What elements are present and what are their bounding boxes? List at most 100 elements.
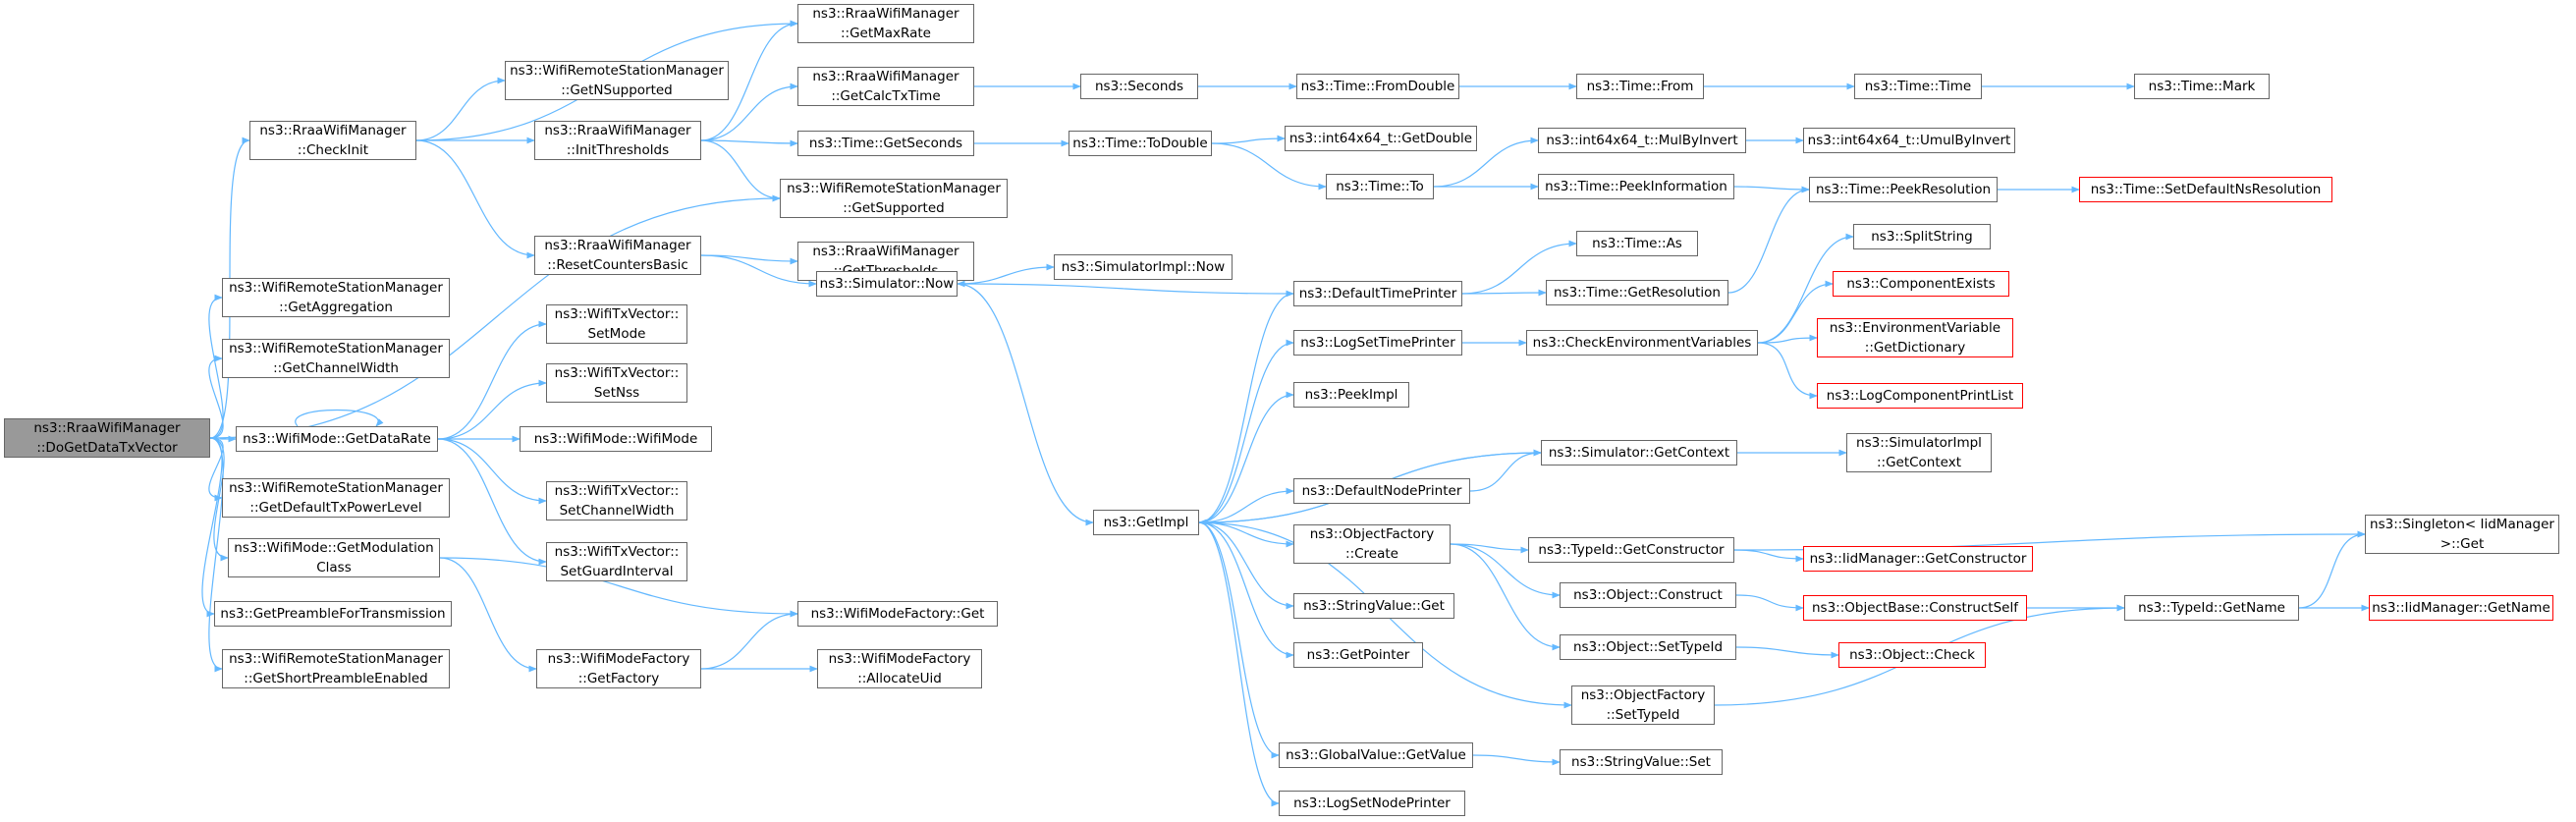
graph-node-simGetContext[interactable]: ns3::Simulator::GetContext [1541, 440, 1737, 466]
graph-node-typeIdGetConstructor[interactable]: ns3::TypeId::GetConstructor [1528, 537, 1734, 563]
graph-node-envGetDictionary[interactable]: ns3::EnvironmentVariable ::GetDictionary [1817, 318, 2013, 357]
graph-node-iidGetName[interactable]: ns3::IidManager::GetName [2369, 595, 2553, 621]
graph-node-factoryAllocateUid[interactable]: ns3::WifiModeFactory ::AllocateUid [817, 649, 982, 688]
graph-node-getMaxRate[interactable]: ns3::RraaWifiManager ::GetMaxRate [797, 4, 974, 43]
graph-node-root: ns3::RraaWifiManager ::DoGetDataTxVector [4, 418, 210, 458]
graph-node-factoryGetFactory[interactable]: ns3::WifiModeFactory ::GetFactory [536, 649, 701, 688]
call-edge-modeGetModulationClass-to-factoryGetFactory [439, 557, 537, 673]
graph-node-globalValueGetValue[interactable]: ns3::GlobalValue::GetValue [1279, 742, 1473, 768]
graph-node-logComponentPrintList[interactable]: ns3::LogComponentPrintList [1817, 383, 2023, 409]
call-edge-simNow-to-simImplNow [957, 263, 1055, 285]
call-edge-objectSetTypeId-to-objectCheck [1735, 646, 1839, 659]
call-edge-root-to-getAggregation [208, 294, 224, 439]
graph-node-logSetNodePrinter[interactable]: ns3::LogSetNodePrinter [1279, 791, 1465, 816]
graph-node-timeToDouble[interactable]: ns3::Time::ToDouble [1069, 131, 1212, 156]
graph-node-timeTime[interactable]: ns3::Time::Time [1854, 74, 1982, 99]
graph-node-objFactoryCreate[interactable]: ns3::ObjectFactory ::Create [1293, 524, 1451, 564]
graph-node-componentExists[interactable]: ns3::ComponentExists [1833, 271, 2009, 297]
graph-node-objectCheck[interactable]: ns3::Object::Check [1838, 642, 1986, 668]
graph-node-timeGetResolution[interactable]: ns3::Time::GetResolution [1546, 280, 1728, 305]
graph-node-checkEnvVars[interactable]: ns3::CheckEnvironmentVariables [1526, 330, 1758, 356]
graph-node-getAggregation[interactable]: ns3::WifiRemoteStationManager ::GetAggre… [222, 278, 450, 317]
graph-node-timeSetDefaultNsResolution[interactable]: ns3::Time::SetDefaultNsResolution [2079, 177, 2332, 202]
call-edge-checkEnvVars-to-envGetDictionary [1757, 334, 1818, 344]
graph-node-getCalcTxTime[interactable]: ns3::RraaWifiManager ::GetCalcTxTime [797, 67, 974, 106]
call-edge-root-to-modeGetModulationClass [209, 437, 229, 562]
graph-node-timeGetSeconds[interactable]: ns3::Time::GetSeconds [797, 131, 974, 156]
call-edge-timeToDouble-to-int64GetDouble [1211, 135, 1286, 144]
call-edge-resetCountersBasic-to-simNow [700, 254, 817, 288]
graph-node-defaultNodePrinter[interactable]: ns3::DefaultNodePrinter [1293, 478, 1470, 504]
call-edge-factoryGetFactory-to-factoryGet [700, 610, 798, 670]
graph-node-seconds[interactable]: ns3::Seconds [1080, 74, 1198, 99]
graph-node-txVecSetMode[interactable]: ns3::WifiTxVector:: SetMode [546, 304, 687, 344]
call-edge-getImpl-to-defaultNodePrinter [1198, 487, 1294, 523]
graph-node-logSetTimePrinter[interactable]: ns3::LogSetTimePrinter [1293, 330, 1462, 356]
graph-node-stringValueSet[interactable]: ns3::StringValue::Set [1560, 749, 1723, 775]
graph-node-splitString[interactable]: ns3::SplitString [1853, 224, 1991, 249]
graph-node-txVecSetNss[interactable]: ns3::WifiTxVector:: SetNss [546, 363, 687, 403]
graph-node-stringValueGet[interactable]: ns3::StringValue::Get [1293, 593, 1454, 619]
call-edge-root-to-modeGetDataRate [209, 435, 237, 443]
graph-node-int64MulByInvert[interactable]: ns3::int64x64_t::MulByInvert [1538, 128, 1746, 153]
call-edge-objectConstruct-to-objBaseConstructSelf [1735, 594, 1804, 612]
call-edge-timeGetResolution-to-timePeekResolution [1727, 186, 1810, 294]
graph-node-txVecSetGuardInterval[interactable]: ns3::WifiTxVector:: SetGuardInterval [546, 542, 687, 581]
graph-node-timeTo[interactable]: ns3::Time::To [1326, 174, 1434, 199]
graph-node-timeMark[interactable]: ns3::Time::Mark [2134, 74, 2270, 99]
graph-node-timeFromDouble[interactable]: ns3::Time::FromDouble [1296, 74, 1459, 99]
graph-node-objBaseConstructSelf[interactable]: ns3::ObjectBase::ConstructSelf [1803, 595, 2027, 621]
call-edge-timeToDouble-to-timeTo [1211, 142, 1327, 191]
call-edge-modeGetDataRate-to-txVecSetGuardInterval [437, 438, 547, 566]
graph-node-simImplNow[interactable]: ns3::SimulatorImpl::Now [1054, 254, 1233, 280]
graph-node-getSupported[interactable]: ns3::WifiRemoteStationManager ::GetSuppo… [780, 179, 1008, 218]
graph-node-typeIdGetName[interactable]: ns3::TypeId::GetName [2124, 595, 2299, 621]
graph-node-getChannelWidth[interactable]: ns3::WifiRemoteStationManager ::GetChann… [222, 339, 450, 378]
call-edge-defaultTimePrinter-to-timeAs [1461, 240, 1577, 295]
graph-node-initThresholds[interactable]: ns3::RraaWifiManager ::InitThresholds [534, 121, 701, 160]
graph-node-objectSetTypeId[interactable]: ns3::Object::SetTypeId [1560, 634, 1736, 660]
call-edge-modeGetDataRate-to-txVecSetChannelWidth [437, 438, 547, 505]
call-edge-defaultTimePrinter-to-simNow [957, 280, 1294, 295]
graph-node-simImplGetContext[interactable]: ns3::SimulatorImpl ::GetContext [1846, 433, 1992, 472]
graph-node-int64GetDouble[interactable]: ns3::int64x64_t::GetDouble [1285, 126, 1477, 151]
graph-node-int64UmulByInvert[interactable]: ns3::int64x64_t::UmulByInvert [1803, 128, 2015, 153]
graph-node-getImpl[interactable]: ns3::GetImpl [1093, 510, 1199, 535]
graph-node-getPointer[interactable]: ns3::GetPointer [1293, 642, 1423, 668]
graph-node-peekImpl[interactable]: ns3::PeekImpl [1293, 382, 1409, 408]
graph-node-iidGetConstructor[interactable]: ns3::IidManager::GetConstructor [1803, 546, 2033, 572]
graph-node-objFactorySetTypeId[interactable]: ns3::ObjectFactory ::SetTypeId [1571, 685, 1715, 725]
graph-node-getDefaultTxPowerLevel[interactable]: ns3::WifiRemoteStationManager ::GetDefau… [222, 478, 450, 518]
graph-node-modeGetDataRate[interactable]: ns3::WifiMode::GetDataRate [236, 426, 438, 452]
graph-node-modeGetModulationClass[interactable]: ns3::WifiMode::GetModulation Class [228, 538, 440, 577]
graph-node-modeWifiMode[interactable]: ns3::WifiMode::WifiMode [520, 426, 712, 452]
graph-node-getNSupported[interactable]: ns3::WifiRemoteStationManager ::GetNSupp… [505, 61, 729, 100]
graph-node-checkInit[interactable]: ns3::RraaWifiManager ::CheckInit [249, 121, 416, 160]
call-edge-globalValueGetValue-to-stringValueSet [1472, 754, 1561, 766]
call-edge-typeIdGetName-to-singletonGet [2298, 530, 2366, 609]
graph-node-factoryGet[interactable]: ns3::WifiModeFactory::Get [797, 601, 998, 627]
call-edge-root-to-getShortPreamble [208, 437, 224, 673]
call-edge-root-to-getChannelWidth [208, 355, 224, 439]
graph-node-singletonGet[interactable]: ns3::Singleton< IidManager >::Get [2365, 515, 2559, 554]
call-edge-initThresholds-to-getSupported [700, 139, 781, 202]
graph-node-simNow[interactable]: ns3::Simulator::Now [816, 271, 958, 297]
call-edge-checkInit-to-resetCountersBasic [415, 139, 535, 259]
call-edge-modeGetModulationClass-to-factoryGet [439, 557, 798, 618]
graph-node-txVecSetChannelWidth[interactable]: ns3::WifiTxVector:: SetChannelWidth [546, 481, 687, 521]
graph-node-defaultTimePrinter[interactable]: ns3::DefaultTimePrinter [1293, 281, 1462, 306]
graph-node-timeFrom[interactable]: ns3::Time::From [1576, 74, 1704, 99]
graph-node-timeAs[interactable]: ns3::Time::As [1576, 231, 1698, 256]
call-edge-getImpl-to-logSetNodePrinter [1198, 521, 1280, 807]
graph-node-timePeekInformation[interactable]: ns3::Time::PeekInformation [1538, 174, 1734, 199]
graph-node-getPreamble[interactable]: ns3::GetPreambleForTransmission [214, 601, 452, 627]
graph-node-getShortPreamble[interactable]: ns3::WifiRemoteStationManager ::GetShort… [222, 649, 450, 688]
graph-node-resetCountersBasic[interactable]: ns3::RraaWifiManager ::ResetCountersBasi… [534, 236, 701, 275]
graph-node-objectConstruct[interactable]: ns3::Object::Construct [1560, 582, 1736, 608]
call-edge-initThresholds-to-getMaxRate [700, 20, 798, 141]
graph-node-timePeekResolution[interactable]: ns3::Time::PeekResolution [1809, 177, 1998, 202]
call-edge-getImpl-to-getPointer [1198, 521, 1294, 659]
call-edge-defaultTimePrinter-to-timeGetResolution [1461, 289, 1547, 297]
